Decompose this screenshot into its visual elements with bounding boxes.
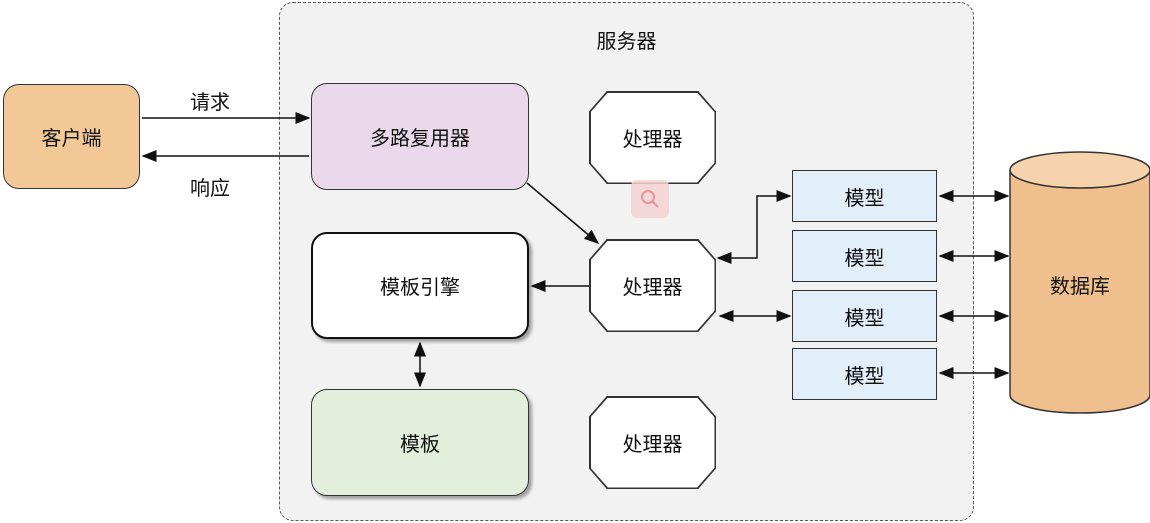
- database-label: 数据库: [1050, 274, 1110, 298]
- model-label-4: 模型: [844, 363, 885, 388]
- handler-middle: 处理器: [590, 240, 715, 331]
- model-box-4: 模型: [792, 348, 937, 400]
- request-label: 请求: [190, 90, 230, 114]
- handler-bottom: 处理器: [590, 397, 715, 488]
- database-cylinder: [1009, 151, 1150, 414]
- template-label: 模板: [400, 432, 440, 456]
- handler-middle-label: 处理器: [622, 275, 683, 299]
- search-icon[interactable]: [631, 180, 669, 218]
- model-label-3: 模型: [844, 305, 885, 330]
- model-box-3: 模型: [792, 290, 937, 342]
- client-label: 客户端: [41, 126, 102, 150]
- response-label: 响应: [190, 176, 230, 200]
- model-label-2: 模型: [844, 245, 885, 270]
- template-engine-label: 模板引擎: [380, 275, 460, 299]
- template-box: 模板: [311, 389, 529, 496]
- multiplexer-box: 多路复用器: [311, 83, 529, 190]
- model-box-1: 模型: [792, 170, 937, 222]
- server-title: 服务器: [596, 29, 657, 53]
- client-box: 客户端: [3, 84, 140, 189]
- handler-top-label: 处理器: [622, 127, 683, 151]
- handler-bottom-label: 处理器: [622, 432, 683, 456]
- handler-model1-arrow: [716, 190, 792, 264]
- model-box-2: 模型: [792, 230, 937, 282]
- handler-top: 处理器: [590, 92, 715, 183]
- template-engine-box: 模板引擎: [311, 232, 529, 339]
- model-label-1: 模型: [844, 185, 885, 210]
- mux-to-handler-arrow: [526, 182, 600, 244]
- multiplexer-label: 多路复用器: [370, 126, 470, 150]
